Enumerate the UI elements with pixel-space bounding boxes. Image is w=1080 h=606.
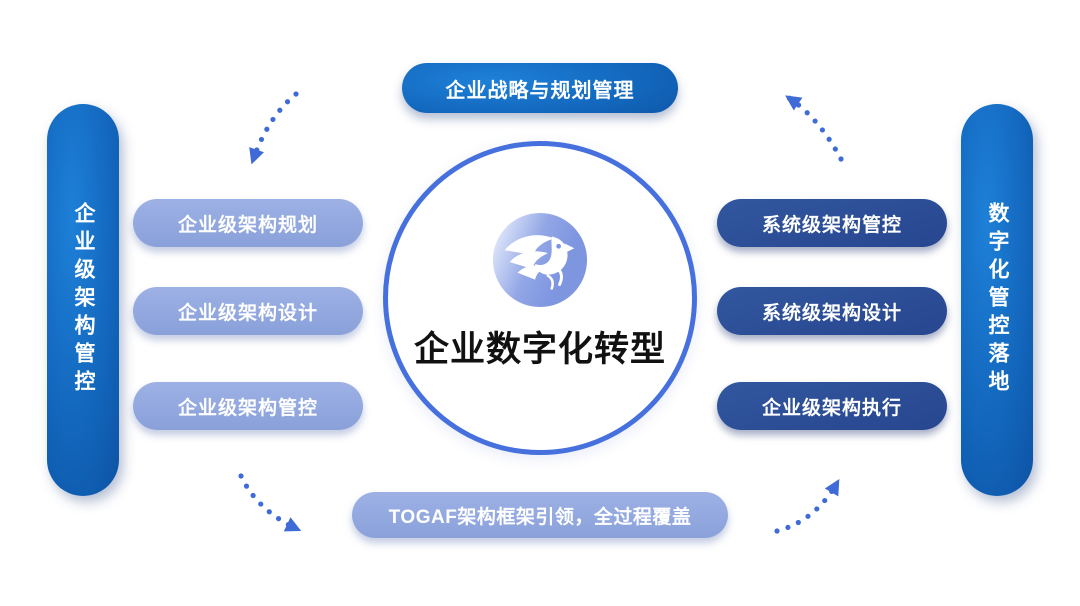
arrow-bottom-right-icon	[774, 478, 840, 534]
right-rail-pill: 数字化管控落地	[961, 104, 1033, 496]
left-item-label: 企业级架构规划	[177, 214, 318, 236]
center-title: 企业数字化转型	[413, 329, 666, 369]
bottom-banner-label: TOGAF架构框架引领，全过程覆盖	[388, 506, 692, 528]
arrow-top-left-icon	[249, 91, 299, 165]
right-item-label: 企业级架构执行	[761, 397, 902, 419]
right-rail-label: 数字化管控落地	[986, 202, 1009, 398]
right-item-label: 系统级架构管控	[761, 214, 902, 236]
left-item-label: 企业级架构设计	[177, 302, 318, 324]
bird-wing-logo-icon	[492, 212, 588, 307]
top-banner-label: 企业战略与规划管理	[445, 79, 635, 102]
left-item-design: 企业级架构设计	[133, 287, 363, 335]
left-item-control: 企业级架构管控	[133, 382, 363, 430]
left-item-label: 企业级架构管控	[177, 397, 318, 419]
center-circle: 企业数字化转型	[383, 141, 697, 455]
right-item-system-control: 系统级架构管控	[717, 199, 947, 247]
left-rail-label: 企业级架构管控	[72, 202, 95, 398]
top-banner-pill: 企业战略与规划管理	[402, 63, 678, 113]
arrow-bottom-left-icon	[238, 473, 302, 532]
bottom-banner-pill: TOGAF架构框架引领，全过程覆盖	[352, 492, 728, 538]
center-content: 企业数字化转型	[414, 211, 666, 372]
right-item-system-design: 系统级架构设计	[717, 287, 947, 335]
left-rail-pill: 企业级架构管控	[47, 104, 119, 496]
arrow-top-right-icon	[785, 95, 844, 162]
right-item-label: 系统级架构设计	[761, 302, 902, 324]
right-item-execution: 企业级架构执行	[717, 382, 947, 430]
left-item-planning: 企业级架构规划	[133, 199, 363, 247]
